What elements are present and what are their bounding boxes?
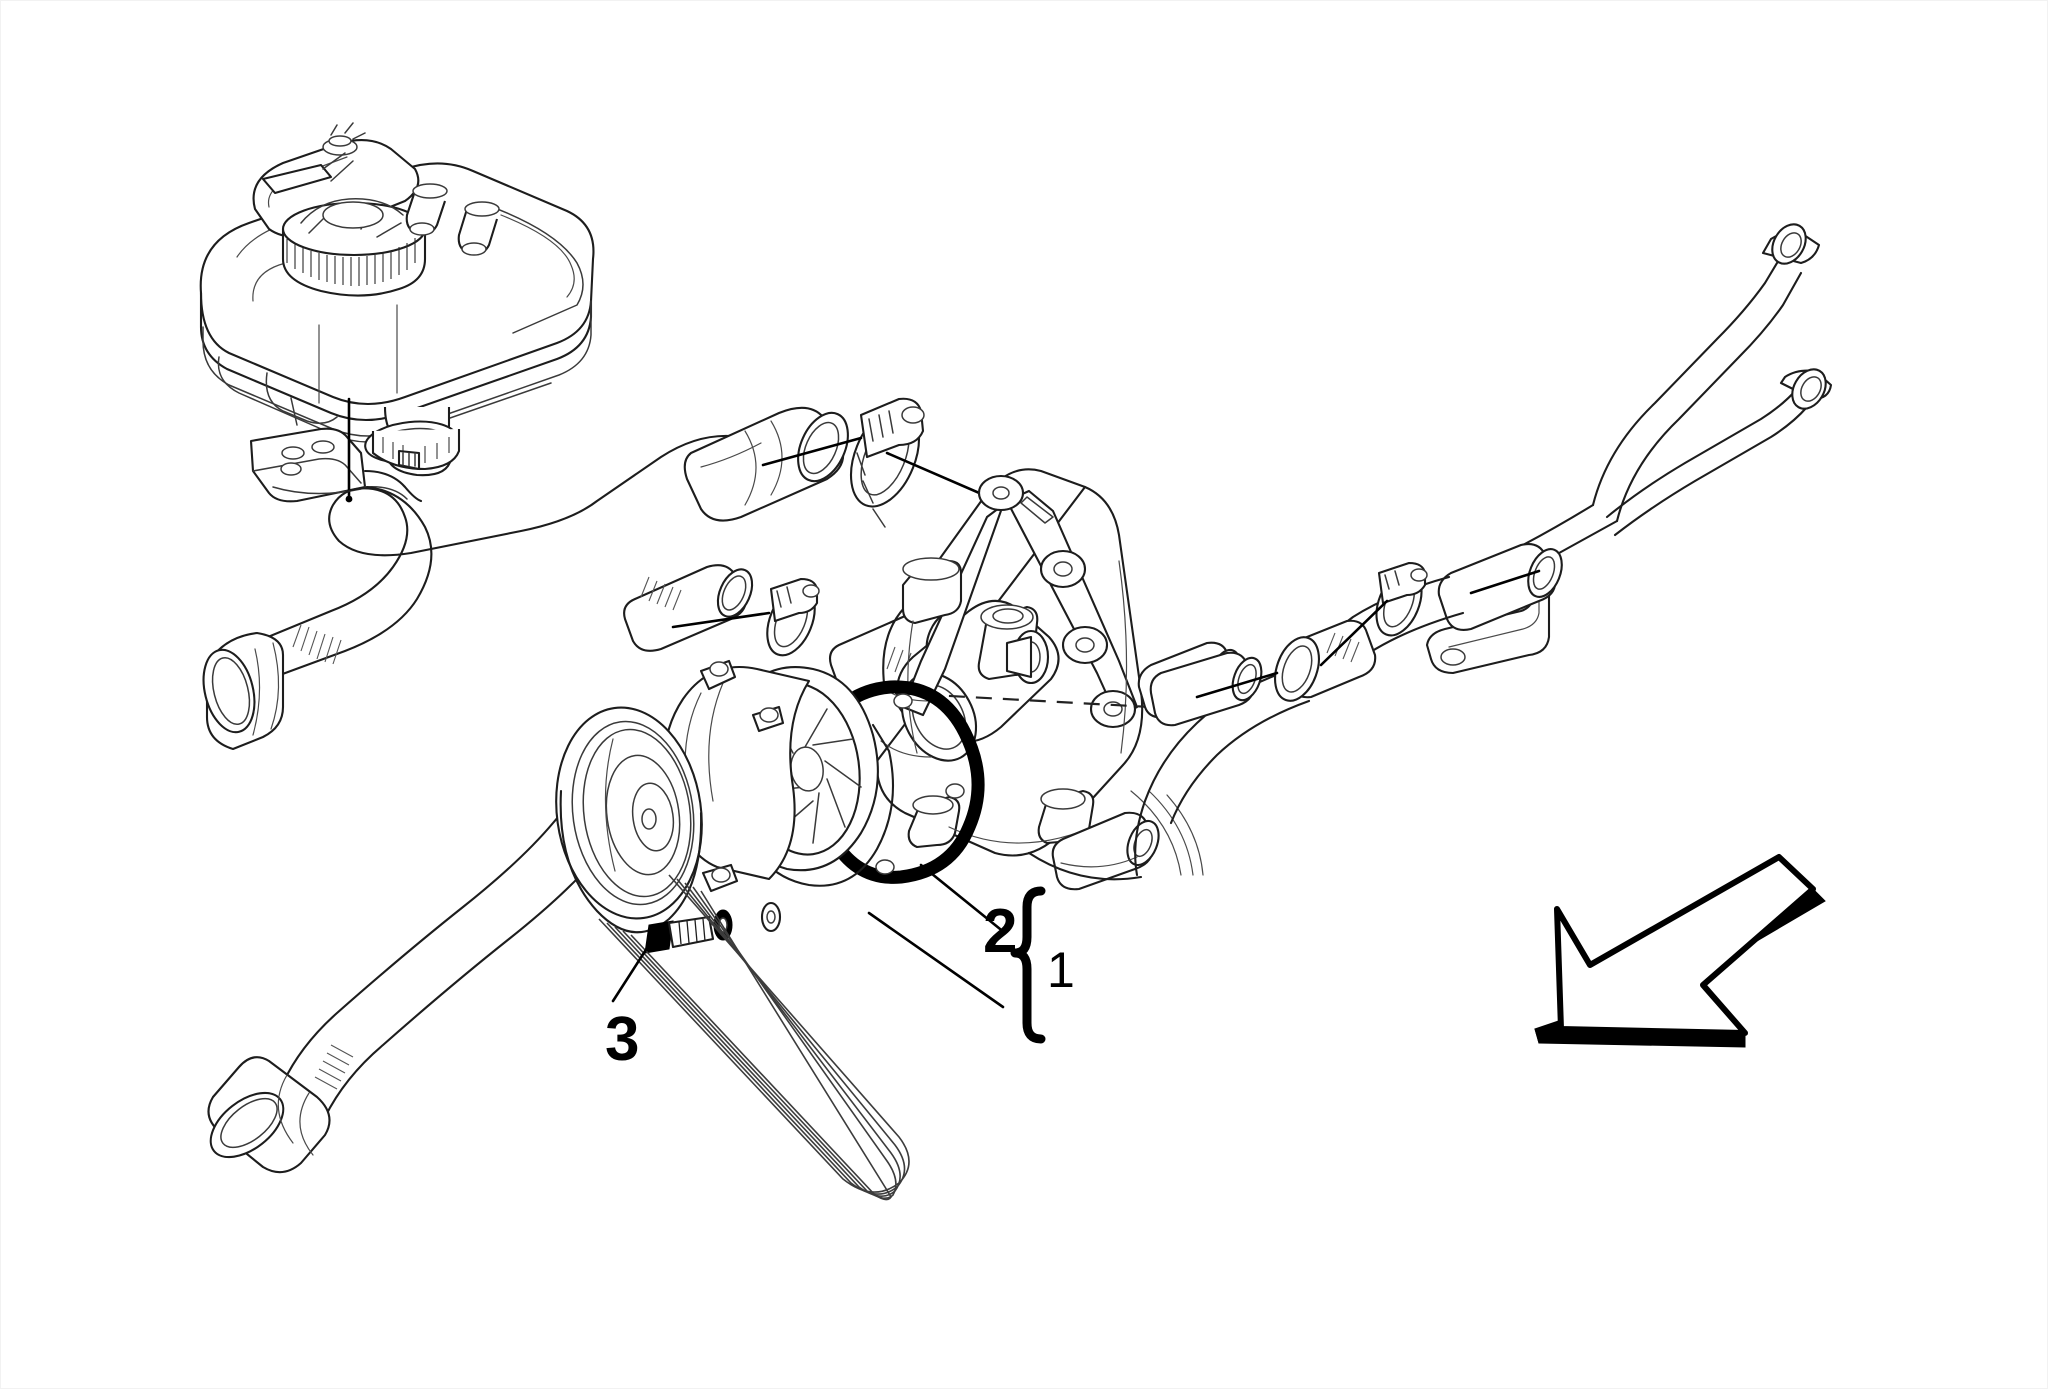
leader-callout-3 — [611, 943, 651, 1003]
engine-side-hose-pair — [1149, 636, 1320, 727]
tank-pressure-cap — [261, 122, 427, 297]
water-pump-pulley — [555, 706, 703, 934]
leader-engine-side-hose — [1195, 671, 1279, 699]
leader-heater-hose — [1469, 569, 1541, 595]
callout-label-3: 3 — [605, 1005, 640, 1074]
leader-heater-clamp — [1319, 599, 1389, 667]
water-pump-assembly — [555, 659, 985, 934]
serpentine-belt — [598, 874, 910, 1201]
callout-label-1: 1 — [1047, 942, 1075, 998]
tank-mounting-bracket — [249, 427, 423, 503]
tank-outlet-nipples — [405, 183, 500, 256]
engine-front-cover — [875, 468, 1188, 857]
expansion-tank — [199, 122, 595, 477]
leader-callout-2 — [919, 863, 1007, 935]
leader-hose-upper — [761, 436, 863, 467]
hose-clamp-heater — [1375, 561, 1428, 637]
callout-label-2: 2 — [983, 897, 1018, 966]
heater-pipe-assembly — [1425, 223, 1833, 675]
direction-arrow — [1534, 854, 1826, 1048]
callout-brace — [1010, 886, 1046, 1044]
leader-bypass — [671, 611, 771, 629]
worm-drive-hose-clamp-tank — [364, 420, 461, 471]
leader-callout-1 — [867, 911, 1005, 1009]
centreline — [894, 691, 1188, 711]
hose-clamp-bypass — [766, 577, 820, 657]
hose-clamp-upper — [849, 397, 925, 528]
bypass-hose-small — [623, 564, 754, 652]
